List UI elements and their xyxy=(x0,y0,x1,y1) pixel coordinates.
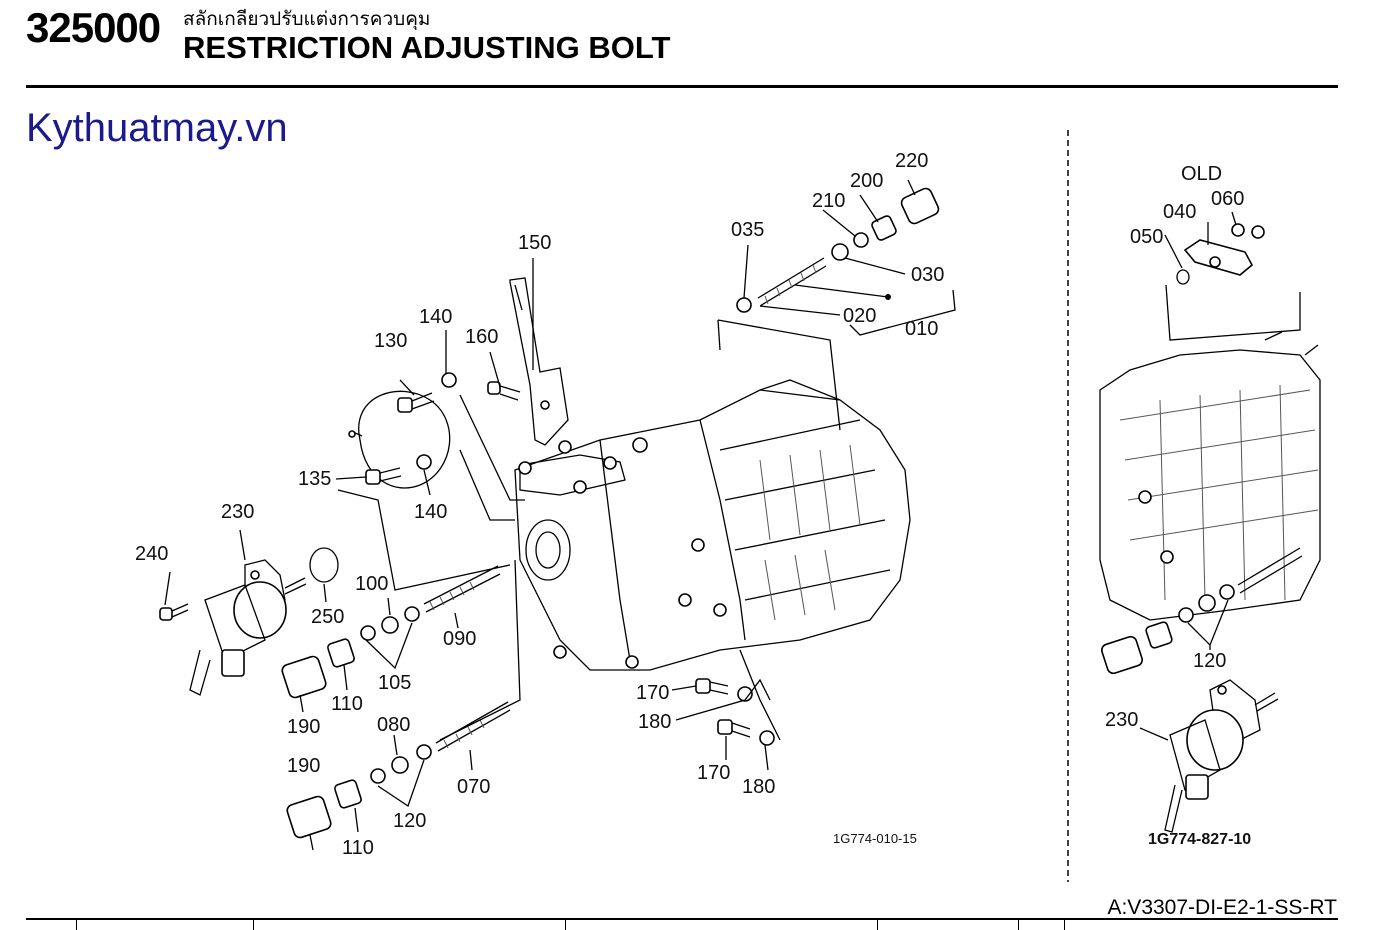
part-group-code: 325000 xyxy=(26,4,161,51)
old-callout-labels: OLD 040 060 050 120 230 1G774-827-10 xyxy=(1105,163,1251,848)
callout-050: 050 xyxy=(1130,226,1163,248)
adjusting-screw-010 xyxy=(736,187,940,313)
callout-140-bottom: 140 xyxy=(414,501,447,523)
callout-110-bottom: 110 xyxy=(342,837,374,859)
callout-240: 240 xyxy=(135,543,168,565)
old-engine-housing-drawing xyxy=(1099,331,1321,621)
callout-130: 130 xyxy=(374,330,407,352)
callout-040: 040 xyxy=(1163,201,1196,223)
stop-solenoid-230 xyxy=(159,547,339,696)
callout-010: 010 xyxy=(905,318,938,340)
old-drawing-number: 1G774-827-10 xyxy=(1148,831,1251,848)
callout-200: 200 xyxy=(850,170,883,192)
bolts-130-135 xyxy=(365,372,521,485)
bolts-170-180 xyxy=(695,678,775,746)
model-code: A:V3307-DI-E2-1-SS-RT xyxy=(1107,896,1337,919)
callout-140-top: 140 xyxy=(419,306,452,328)
callout-120: 120 xyxy=(393,810,426,832)
footer-divider xyxy=(26,918,1338,920)
callout-110-top: 110 xyxy=(331,693,363,715)
callout-100: 100 xyxy=(355,573,388,595)
part-group-title-thai: สลักเกลียวปรับแต่งการควบคุม xyxy=(183,8,431,30)
callout-leaders xyxy=(164,179,956,851)
callout-135: 135 xyxy=(298,468,331,490)
callout-190-bottom: 190 xyxy=(287,755,320,777)
callout-180-bottom: 180 xyxy=(742,776,775,798)
cover-gasket-drawing xyxy=(358,390,451,489)
bracket-plate-150 xyxy=(509,277,569,446)
callout-030: 030 xyxy=(911,264,944,286)
brand-watermark: Kythuatmay.vn xyxy=(26,106,288,150)
callout-080: 080 xyxy=(377,714,410,736)
callout-070: 070 xyxy=(457,776,490,798)
callout-250: 250 xyxy=(311,606,344,628)
callout-170-bottom: 170 xyxy=(697,762,730,784)
callout-160: 160 xyxy=(465,326,498,348)
old-label: OLD xyxy=(1181,163,1222,185)
callout-210: 210 xyxy=(812,190,845,212)
callout-150: 150 xyxy=(518,232,551,254)
callout-180-top: 180 xyxy=(638,711,671,733)
old-callout-120: 120 xyxy=(1193,650,1226,672)
old-adjusting-bolt xyxy=(1101,547,1303,675)
main-drawing-number: 1G774-010-15 xyxy=(833,831,917,846)
part-group-title: RESTRICTION ADJUSTING BOLT xyxy=(183,30,671,65)
callout-090: 090 xyxy=(443,628,476,650)
old-cover-040 xyxy=(1164,211,1301,341)
callout-190-top: 190 xyxy=(287,716,320,738)
callout-060: 060 xyxy=(1211,188,1244,210)
header-divider xyxy=(26,85,1338,88)
old-stop-solenoid xyxy=(1139,679,1279,833)
callout-230: 230 xyxy=(221,501,254,523)
adjusting-bolt-assemblies xyxy=(281,565,511,839)
callout-105: 105 xyxy=(378,672,411,694)
callout-035: 035 xyxy=(731,219,764,241)
callout-220: 220 xyxy=(895,150,928,172)
old-callout-230: 230 xyxy=(1105,709,1138,731)
callout-020: 020 xyxy=(843,305,876,327)
engine-housing-drawing xyxy=(514,379,911,671)
callout-170-top: 170 xyxy=(636,682,669,704)
main-callout-labels: 220 200 210 035 030 020 010 150 140 130 … xyxy=(135,150,944,859)
